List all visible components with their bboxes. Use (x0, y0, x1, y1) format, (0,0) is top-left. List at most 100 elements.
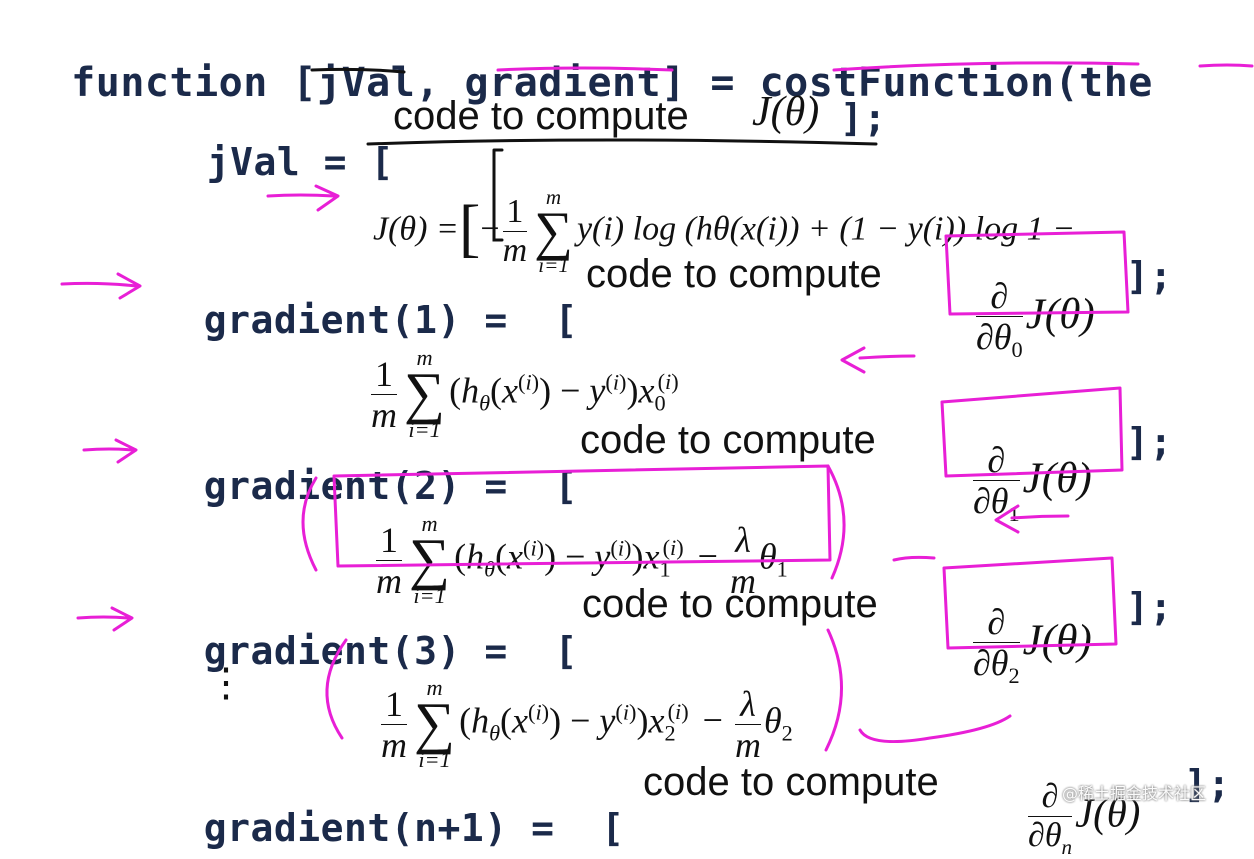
arrow-right-icon (266, 184, 340, 212)
sum-lower: i=1 (408, 416, 441, 442)
gradient-n-label: gradient(n+1) = [ (157, 762, 625, 850)
gradient-n-close: ]; (1184, 762, 1231, 806)
gradient-word: gradient (203, 298, 391, 342)
gradient-n-description: code to compute (643, 760, 939, 804)
gradient-1-label: gradient(1) = [ (157, 254, 578, 342)
frac-den: m (729, 560, 756, 601)
underline-jval-code (366, 138, 878, 146)
gradient-word: gradient (203, 806, 391, 850)
sum-upper: m (545, 185, 562, 209)
comma: , (415, 60, 440, 106)
argument-partial: the (1079, 60, 1153, 106)
j-theta: J(θ) (1025, 291, 1095, 339)
x-sub: 2 (664, 720, 676, 746)
jval-assignment: jVal = [ (160, 96, 394, 184)
equals: = (484, 629, 508, 673)
sum-upper: m (416, 345, 433, 370)
frac-den: m (371, 394, 397, 435)
partial-num: ∂ (973, 604, 1020, 643)
function-signature: function [jVal, gradient] = costFunction… (22, 14, 1153, 106)
x-sub: 1 (659, 556, 671, 582)
gradient-index: (1) (390, 298, 461, 342)
jval-description: code to compute (393, 94, 689, 138)
theta-sub: n (1061, 834, 1073, 859)
equals: = (531, 806, 555, 850)
jval-close: ]; (840, 96, 887, 140)
bracket-open: [ (292, 60, 318, 106)
sum-lower: i=1 (418, 746, 451, 772)
keyword-function: function (71, 60, 268, 106)
frac-den: m (381, 724, 407, 765)
underline-reg-2 (858, 714, 1012, 744)
sum-upper: m (426, 675, 443, 700)
vertical-ellipsis: ⋮ (206, 660, 246, 705)
sum-symbol: ∑ (404, 362, 446, 426)
frac-num: 1 (376, 522, 402, 561)
theta-sub: 2 (1008, 663, 1020, 689)
frac-den: m (734, 724, 761, 765)
arrow-right-icon (82, 438, 138, 464)
gradient-2-close: ]; (1126, 420, 1173, 464)
theta: θ (763, 700, 782, 741)
j-theta: J(θ) (1022, 617, 1092, 665)
bracket-open: [ (554, 629, 578, 673)
sum-lower: i=1 (413, 582, 446, 608)
gradient-1-close: ]; (1126, 254, 1173, 298)
sum-symbol: ∑ (534, 200, 573, 261)
equals: = (484, 298, 508, 342)
gradient-index: (n+1) (390, 806, 508, 850)
underline-reg-1 (892, 555, 936, 562)
bracket-open: [ (370, 140, 394, 184)
paren-right (824, 628, 843, 752)
paren-right (826, 464, 846, 580)
theta: θ (758, 536, 777, 577)
frac-num: 1 (502, 194, 528, 232)
arrow-left-icon (840, 346, 916, 374)
theta-sub: 1 (776, 556, 788, 582)
underline-theta-arg (1198, 63, 1254, 68)
theta-sub: 1 (1008, 501, 1020, 527)
theta: θ (993, 317, 1012, 357)
sum-lower: i=1 (538, 252, 569, 277)
paren-open: ( (1054, 60, 1080, 106)
output-jval: jVal (317, 60, 416, 106)
gradient-1-description: code to compute (586, 252, 882, 296)
x-sub: 0 (654, 390, 666, 416)
theta: θ (990, 481, 1009, 521)
watermark: @稀土掘金技术社区 (1062, 784, 1207, 803)
frac-num: 1 (371, 356, 397, 395)
partial-num: ∂ (976, 278, 1023, 317)
jval-var: jVal (206, 140, 301, 184)
theta-sub: 2 (781, 720, 793, 746)
frac-num: 1 (381, 686, 407, 725)
equals: = (710, 60, 735, 106)
equals: = (323, 140, 348, 184)
theta: θ (990, 643, 1009, 683)
arrow-right-icon (76, 606, 134, 632)
minus: − (480, 210, 500, 248)
gradient-index: (3) (390, 629, 461, 673)
bracket-open: [ (601, 806, 625, 850)
jval-math: J(θ) (752, 89, 820, 135)
gradient-3-description: code to compute (582, 582, 878, 626)
gradient-3-label: gradient(3) = [ (157, 585, 578, 673)
lambda: λ (729, 522, 756, 561)
gradient-3-close: ]; (1126, 585, 1173, 629)
arrow-right-icon (60, 272, 142, 300)
sum-symbol: ∑ (409, 528, 451, 592)
gradient-2-description: code to compute (580, 418, 876, 462)
bracket-open: [ (554, 298, 578, 342)
lambda: λ (734, 686, 761, 725)
partial-num: ∂ (973, 442, 1020, 481)
theta-sub: 0 (1011, 337, 1023, 363)
frac-den: m (502, 231, 528, 269)
gradient-word: gradient (203, 629, 391, 673)
sum-symbol: ∑ (414, 692, 456, 756)
cost-lhs: J(θ) = (373, 210, 459, 248)
